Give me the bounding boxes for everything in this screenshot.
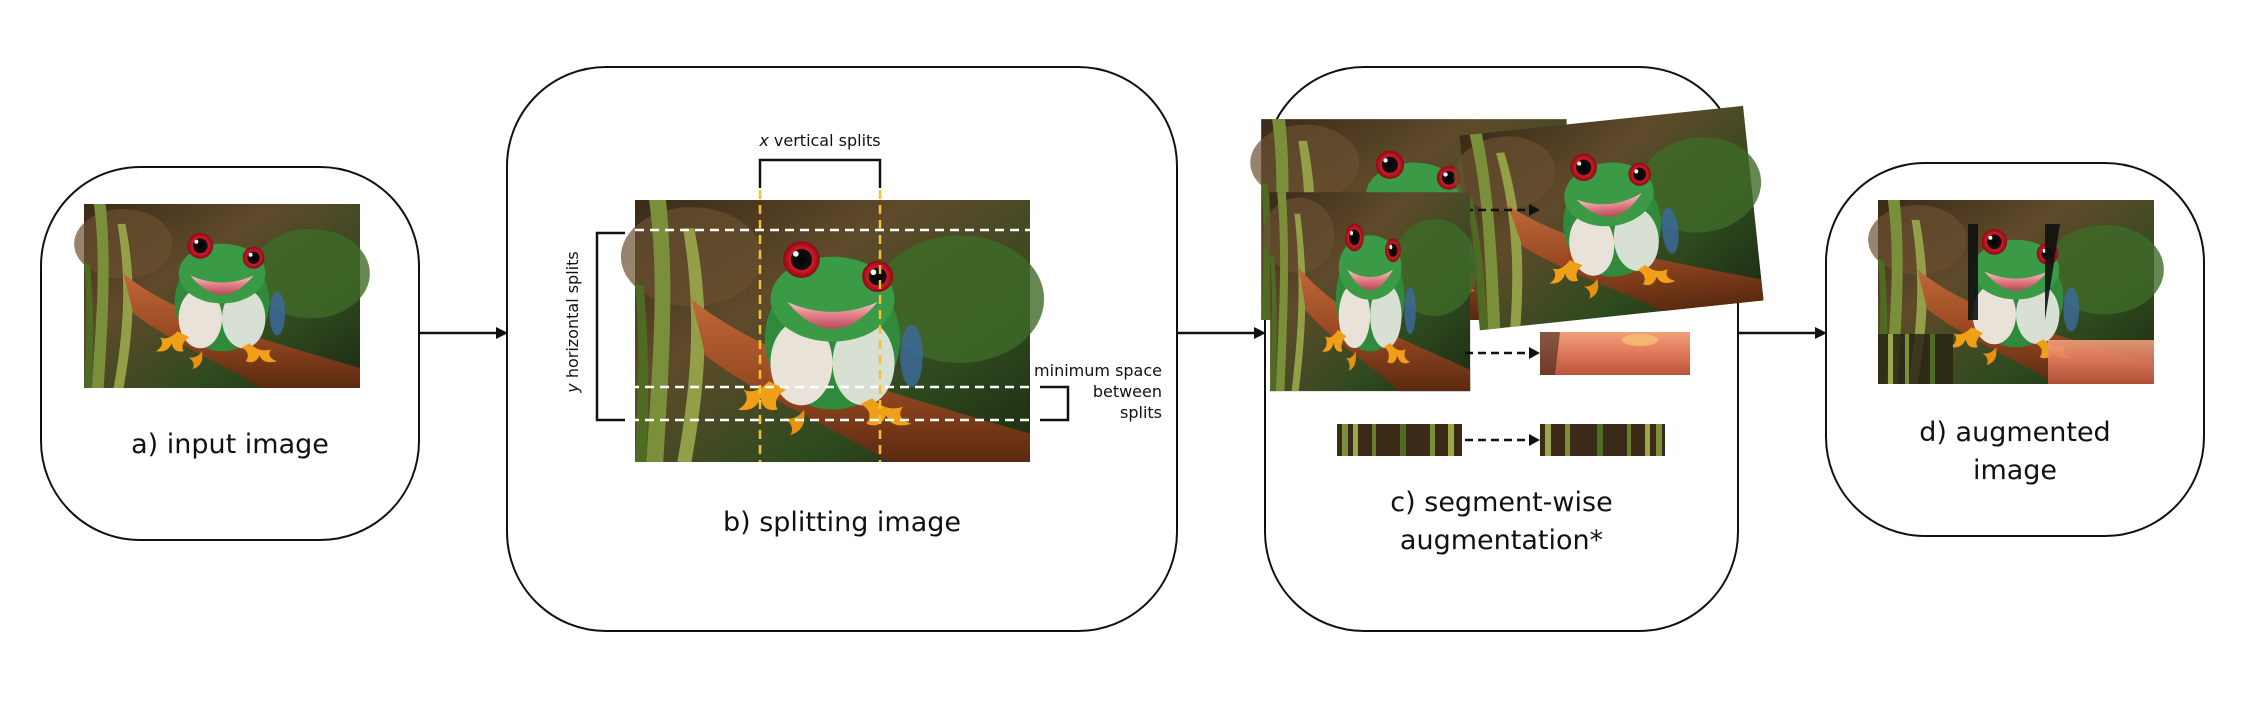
- vertical-splits-label: x vertical splits: [759, 131, 881, 150]
- vertical-splits-bracket: [758, 158, 882, 188]
- arrow-a-to-b-head: [496, 327, 508, 339]
- min-space-label: minimum space between splits: [1034, 361, 1162, 422]
- segment-3-original: [1337, 424, 1462, 456]
- splitting-image-caption: b) splitting image: [722, 507, 962, 538]
- arrow-b-to-c-head: [1254, 327, 1266, 339]
- min-space-bracket: [1040, 385, 1070, 422]
- input-image-caption: a) input image: [131, 429, 329, 460]
- segment-3-augmented: [1540, 424, 1665, 456]
- arrow-c-to-d-head: [1815, 327, 1827, 339]
- segment-1-augmented: [1449, 104, 1774, 332]
- segment-augmentation-caption: c) segment-wise augmentation*: [1390, 487, 1613, 556]
- augmented-image-caption: d) augmented image: [1919, 417, 2111, 486]
- horizontal-splits-bracket: [595, 231, 625, 422]
- segment-2-augmented: [1540, 332, 1690, 375]
